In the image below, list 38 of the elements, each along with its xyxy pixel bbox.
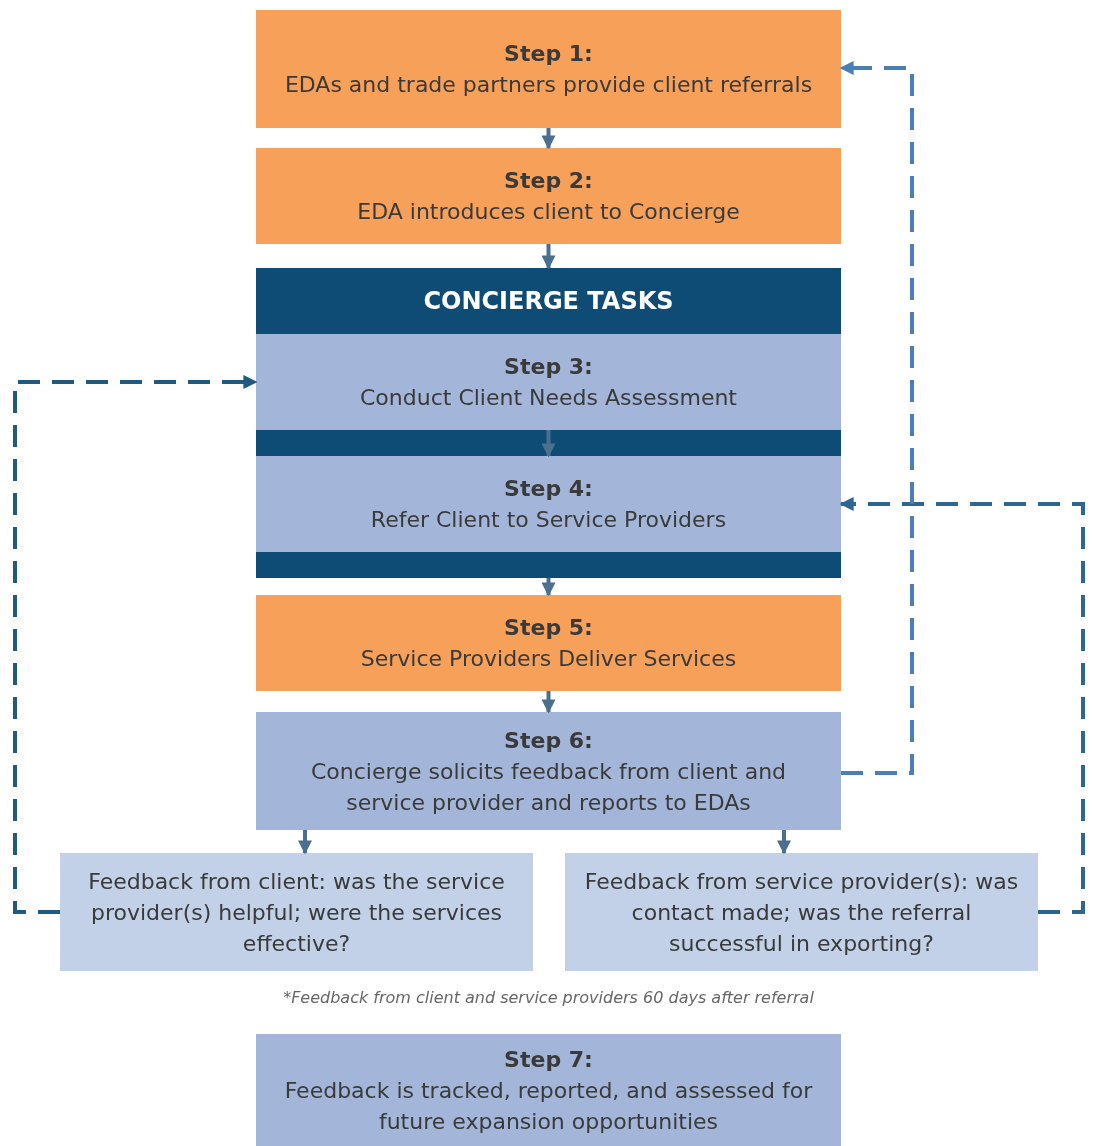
feedback-box xyxy=(565,853,1038,971)
arrow xyxy=(541,578,556,597)
step-text: EDAs and trade partners provide client referrals xyxy=(284,71,813,99)
arrow xyxy=(541,430,556,458)
group-band xyxy=(256,268,841,578)
arrow xyxy=(777,830,791,855)
process-box xyxy=(256,334,841,430)
step-text: Conduct Client Needs Assessment xyxy=(360,384,737,412)
step-heading: Step 3: xyxy=(504,353,593,381)
feedback-box xyxy=(60,853,533,971)
dashed-arrow xyxy=(839,61,914,775)
process-box xyxy=(256,10,841,128)
arrow xyxy=(541,244,556,270)
feedback-text: Feedback from client: was the service provider(s) helpful; were the services effective? xyxy=(87,867,506,958)
group-title: CONCIERGE TASKS xyxy=(423,286,674,317)
process-box xyxy=(256,712,841,830)
process-box xyxy=(256,1034,841,1146)
step-text: Feedback is tracked, reported, and assessed for future expansion opportunities xyxy=(283,1076,814,1136)
footnote: *Feedback from client and service providers 60 days after referral xyxy=(282,988,815,1007)
arrow xyxy=(298,830,312,855)
step-heading: Step 5: xyxy=(504,614,593,642)
process-box xyxy=(256,148,841,244)
dashed-arrow xyxy=(839,497,1085,914)
feedback-text: Feedback from service provider(s): was contact made; was the referral successful in exporting? xyxy=(583,867,1020,958)
process-box xyxy=(256,456,841,552)
step-text: Concierge solicits feedback from client and service provider and reports to EDAs xyxy=(309,757,788,817)
dashed-arrow xyxy=(13,375,258,914)
step-text: Service Providers Deliver Services xyxy=(360,645,737,673)
step-heading: Step 6: xyxy=(504,726,593,755)
step-heading: Step 4: xyxy=(504,475,593,503)
step-heading: Step 2: xyxy=(504,167,593,195)
step-text: EDA introduces client to Concierge xyxy=(357,198,740,226)
arrow xyxy=(541,691,556,714)
process-box xyxy=(256,595,841,691)
step-heading: Step 7: xyxy=(504,1045,593,1074)
arrow xyxy=(541,128,556,150)
step-heading: Step 1: xyxy=(504,40,593,68)
step-text: Refer Client to Service Providers xyxy=(370,506,727,534)
